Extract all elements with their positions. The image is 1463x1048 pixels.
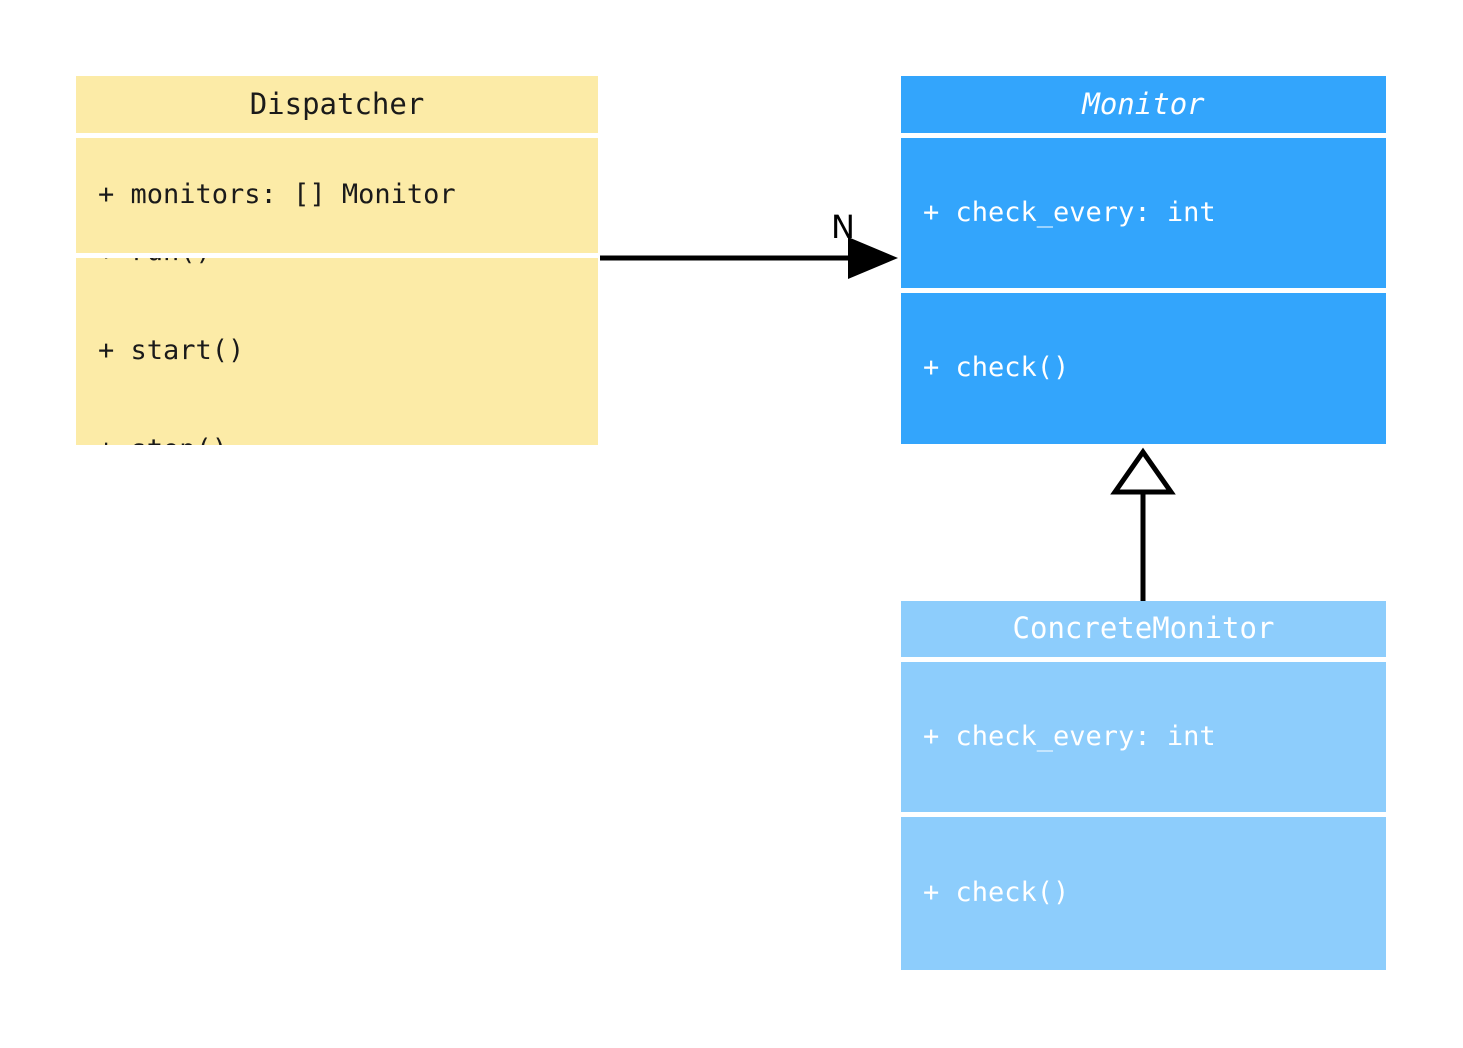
attribute-row: + monitors: [] Monitor (98, 179, 456, 211)
class-attributes-dispatcher: + monitors: [] Monitor (76, 138, 598, 253)
class-operations-concrete-monitor: + check() (901, 817, 1386, 970)
operation-row: + check() (923, 352, 1070, 384)
operation-row: + stop() (98, 434, 598, 445)
operation-row: + check() (923, 877, 1070, 909)
class-name-monitor: Monitor (1082, 86, 1205, 121)
association-arrowhead-solid-triangle (848, 237, 898, 279)
class-operations-dispatcher: + run() + start() + stop() (76, 258, 598, 445)
class-attributes-monitor: + check_every: int (901, 138, 1386, 288)
class-attributes-concrete-monitor: + check_every: int (901, 662, 1386, 812)
attribute-row: + check_every: int (923, 720, 1216, 752)
class-name-concrete-monitor: ConcreteMonitor (1012, 611, 1275, 646)
attribute-row: + check_every: int (923, 196, 1216, 228)
operation-row: + run() (98, 258, 598, 269)
class-header-monitor: Monitor (901, 76, 1386, 133)
class-operations-monitor: + check() (901, 293, 1386, 444)
class-name-dispatcher: Dispatcher (249, 86, 425, 121)
association-multiplicity-label: N (831, 208, 855, 246)
class-header-concrete-monitor: ConcreteMonitor (901, 601, 1386, 657)
operation-row: + start() (98, 335, 245, 367)
class-header-dispatcher: Dispatcher (76, 76, 598, 133)
generalization-arrowhead-hollow-triangle (1110, 447, 1176, 495)
class-box-dispatcher[interactable]: Dispatcher + monitors: [] Monitor + run(… (76, 76, 598, 445)
class-box-concrete-monitor[interactable]: ConcreteMonitor + check_every: int + che… (901, 601, 1386, 970)
class-box-monitor[interactable]: Monitor + check_every: int + check() (901, 76, 1386, 444)
